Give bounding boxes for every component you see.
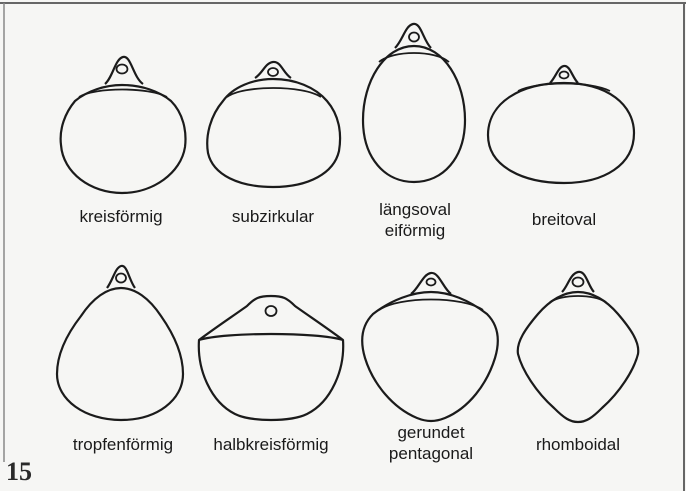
- shape-label: kreisförmig: [79, 207, 162, 226]
- shape-cell-tropfenfoermig: tropfenförmig: [37, 250, 209, 490]
- shape-label: breitoval: [532, 210, 596, 229]
- shape-label: tropfenförmig: [73, 435, 173, 454]
- shape-cell-rhomboidal: rhomboidal: [492, 250, 664, 490]
- shape-cell-kreisfoermig: kreisförmig: [35, 15, 207, 255]
- shape-label: rhomboidal: [536, 435, 620, 454]
- page-number: 15: [6, 457, 32, 487]
- shape-cell-breitoval: breitoval: [478, 15, 650, 255]
- shape-cell-halbkreisfoermig: halbkreisförmig: [185, 250, 357, 490]
- shape-label: subzirkular: [232, 207, 314, 226]
- shape-label-line-1: längsoval: [329, 199, 501, 220]
- shape-label: halbkreisförmig: [213, 435, 328, 454]
- shape-label-line-2: eiförmig: [329, 220, 501, 241]
- shape-cell-laengsoval: längsoval eiförmig: [329, 10, 501, 250]
